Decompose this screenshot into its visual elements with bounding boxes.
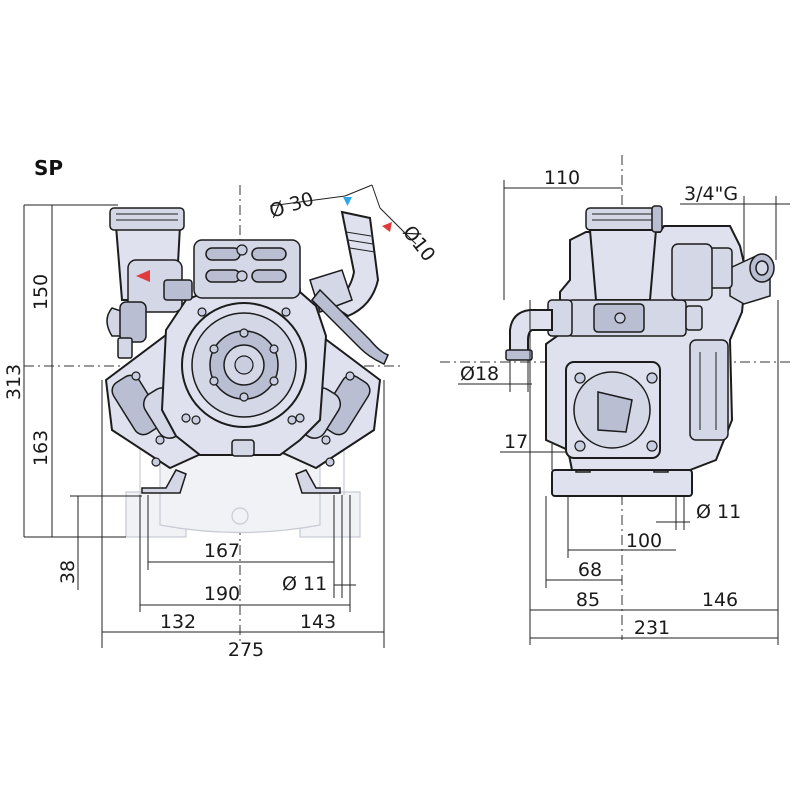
front-mount-feet — [141, 469, 341, 494]
dim-17: 17 — [504, 431, 528, 453]
side-valve-block — [547, 299, 703, 337]
dim-outlet-dia: Ø10 — [398, 222, 439, 266]
front-inlet-hose — [309, 197, 392, 365]
dim-231: 231 — [634, 617, 670, 639]
dim-hose-dia: Ø18 — [460, 363, 499, 385]
side-right-detail — [671, 243, 729, 441]
dim-275: 275 — [228, 639, 264, 661]
dim-163: 163 — [30, 430, 52, 466]
front-bottom-stem — [231, 439, 255, 457]
side-hose-elbow — [505, 309, 553, 361]
side-outlet-fitting — [707, 247, 775, 305]
side-view-pump — [505, 205, 775, 497]
dim-85: 85 — [576, 589, 600, 611]
dim-38: 38 — [57, 560, 79, 584]
dim-150: 150 — [30, 274, 52, 310]
front-dimensions — [23, 184, 417, 648]
dim-68: 68 — [578, 559, 602, 581]
side-front-plate — [565, 361, 661, 459]
dim-side-hole: Ø 11 — [696, 501, 741, 523]
side-reservoir — [585, 205, 663, 301]
side-base-plate — [551, 469, 693, 497]
front-central-housing — [181, 302, 307, 428]
side-dimension-labels: 110 3/4"G Ø18 17 Ø 11 100 68 85 146 231 — [460, 167, 741, 639]
dim-132: 132 — [160, 611, 196, 633]
dim-thread: 3/4"G — [684, 183, 738, 205]
dim-143: 143 — [300, 611, 336, 633]
dim-313: 313 — [3, 364, 25, 400]
inlet-arrow — [343, 197, 352, 206]
dim-100: 100 — [626, 530, 662, 552]
front-regulator — [127, 259, 193, 313]
dim-190: 190 — [204, 583, 240, 605]
dim-front-hole: Ø 11 — [282, 573, 327, 595]
drawing-title: SP — [34, 156, 63, 180]
outlet-arrow-left — [136, 270, 150, 282]
dim-146: 146 — [702, 589, 738, 611]
front-top-manifold — [193, 239, 301, 299]
outlet-arrow-right — [382, 222, 392, 232]
front-housing-bolts — [131, 371, 355, 467]
front-left-fitting — [106, 301, 147, 359]
dim-inlet-dia: Ø 30 — [267, 188, 317, 223]
side-dimensions — [458, 180, 790, 645]
dim-110: 110 — [544, 167, 580, 189]
dim-167: 167 — [204, 540, 240, 562]
front-view-pump — [104, 197, 392, 538]
